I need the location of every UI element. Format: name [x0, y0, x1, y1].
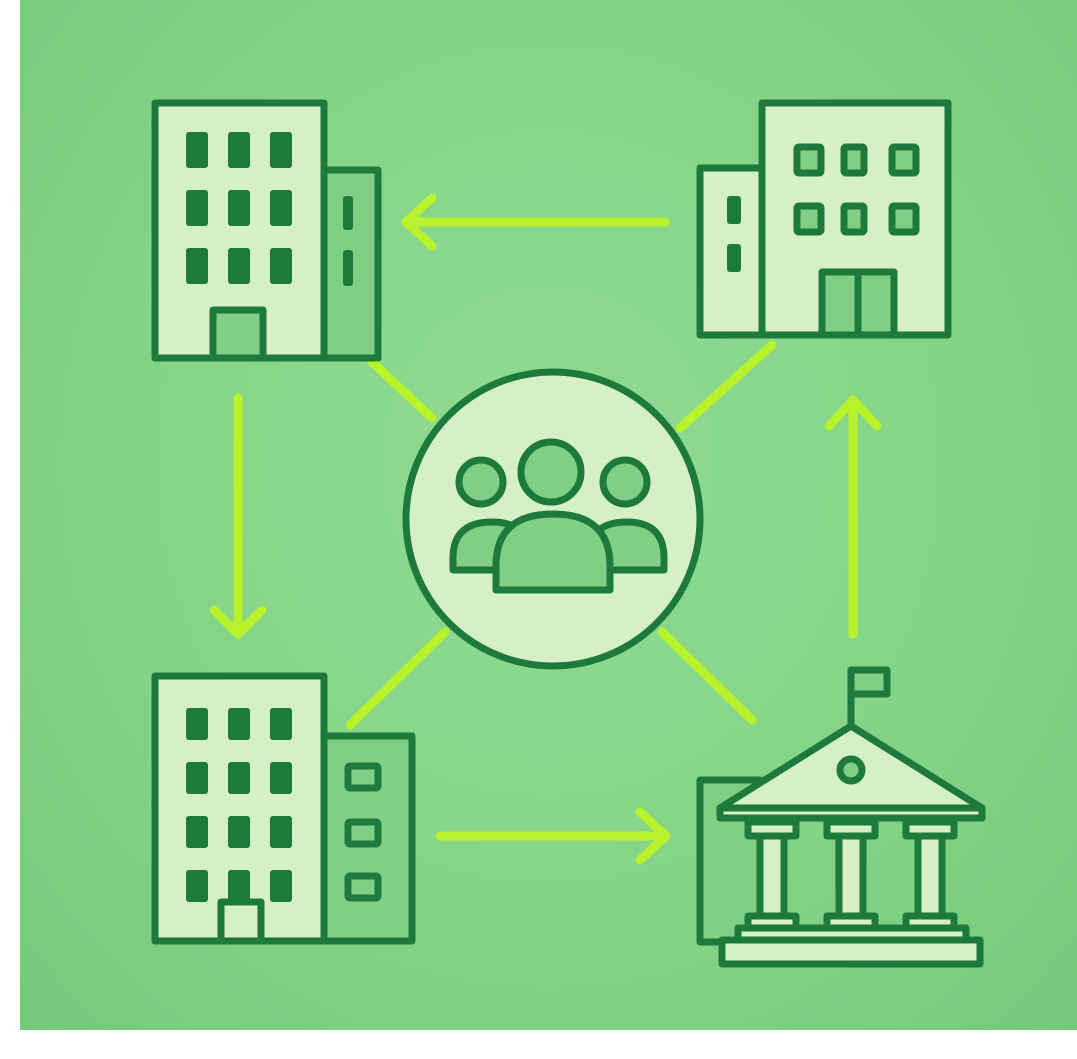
government-building	[696, 666, 986, 968]
windows	[186, 132, 353, 286]
connector-hub-bottom-left	[345, 627, 450, 730]
arrow-left-to-right	[435, 807, 671, 865]
side-windows	[344, 762, 382, 902]
building-top-left	[151, 99, 382, 362]
windows	[793, 143, 920, 236]
diagram-canvas	[20, 0, 1077, 1030]
connector-hub-bottom-right	[657, 627, 757, 725]
connector-hub-top-left	[367, 357, 437, 423]
hub-connectors	[345, 340, 777, 730]
arrow-right-to-left	[401, 193, 670, 251]
flag-icon	[847, 666, 891, 698]
diagram-svg	[151, 99, 986, 968]
connector-hub-top-right	[675, 340, 777, 433]
arrow-up	[824, 395, 882, 639]
building-top-right	[696, 99, 952, 339]
flow-arrows	[209, 193, 882, 865]
people-icon	[449, 438, 668, 594]
arrow-down	[209, 393, 267, 639]
side-windows	[727, 196, 741, 272]
windows	[186, 708, 292, 902]
community-hub	[402, 368, 704, 670]
columns	[744, 818, 958, 932]
building-bottom-left	[151, 672, 416, 945]
